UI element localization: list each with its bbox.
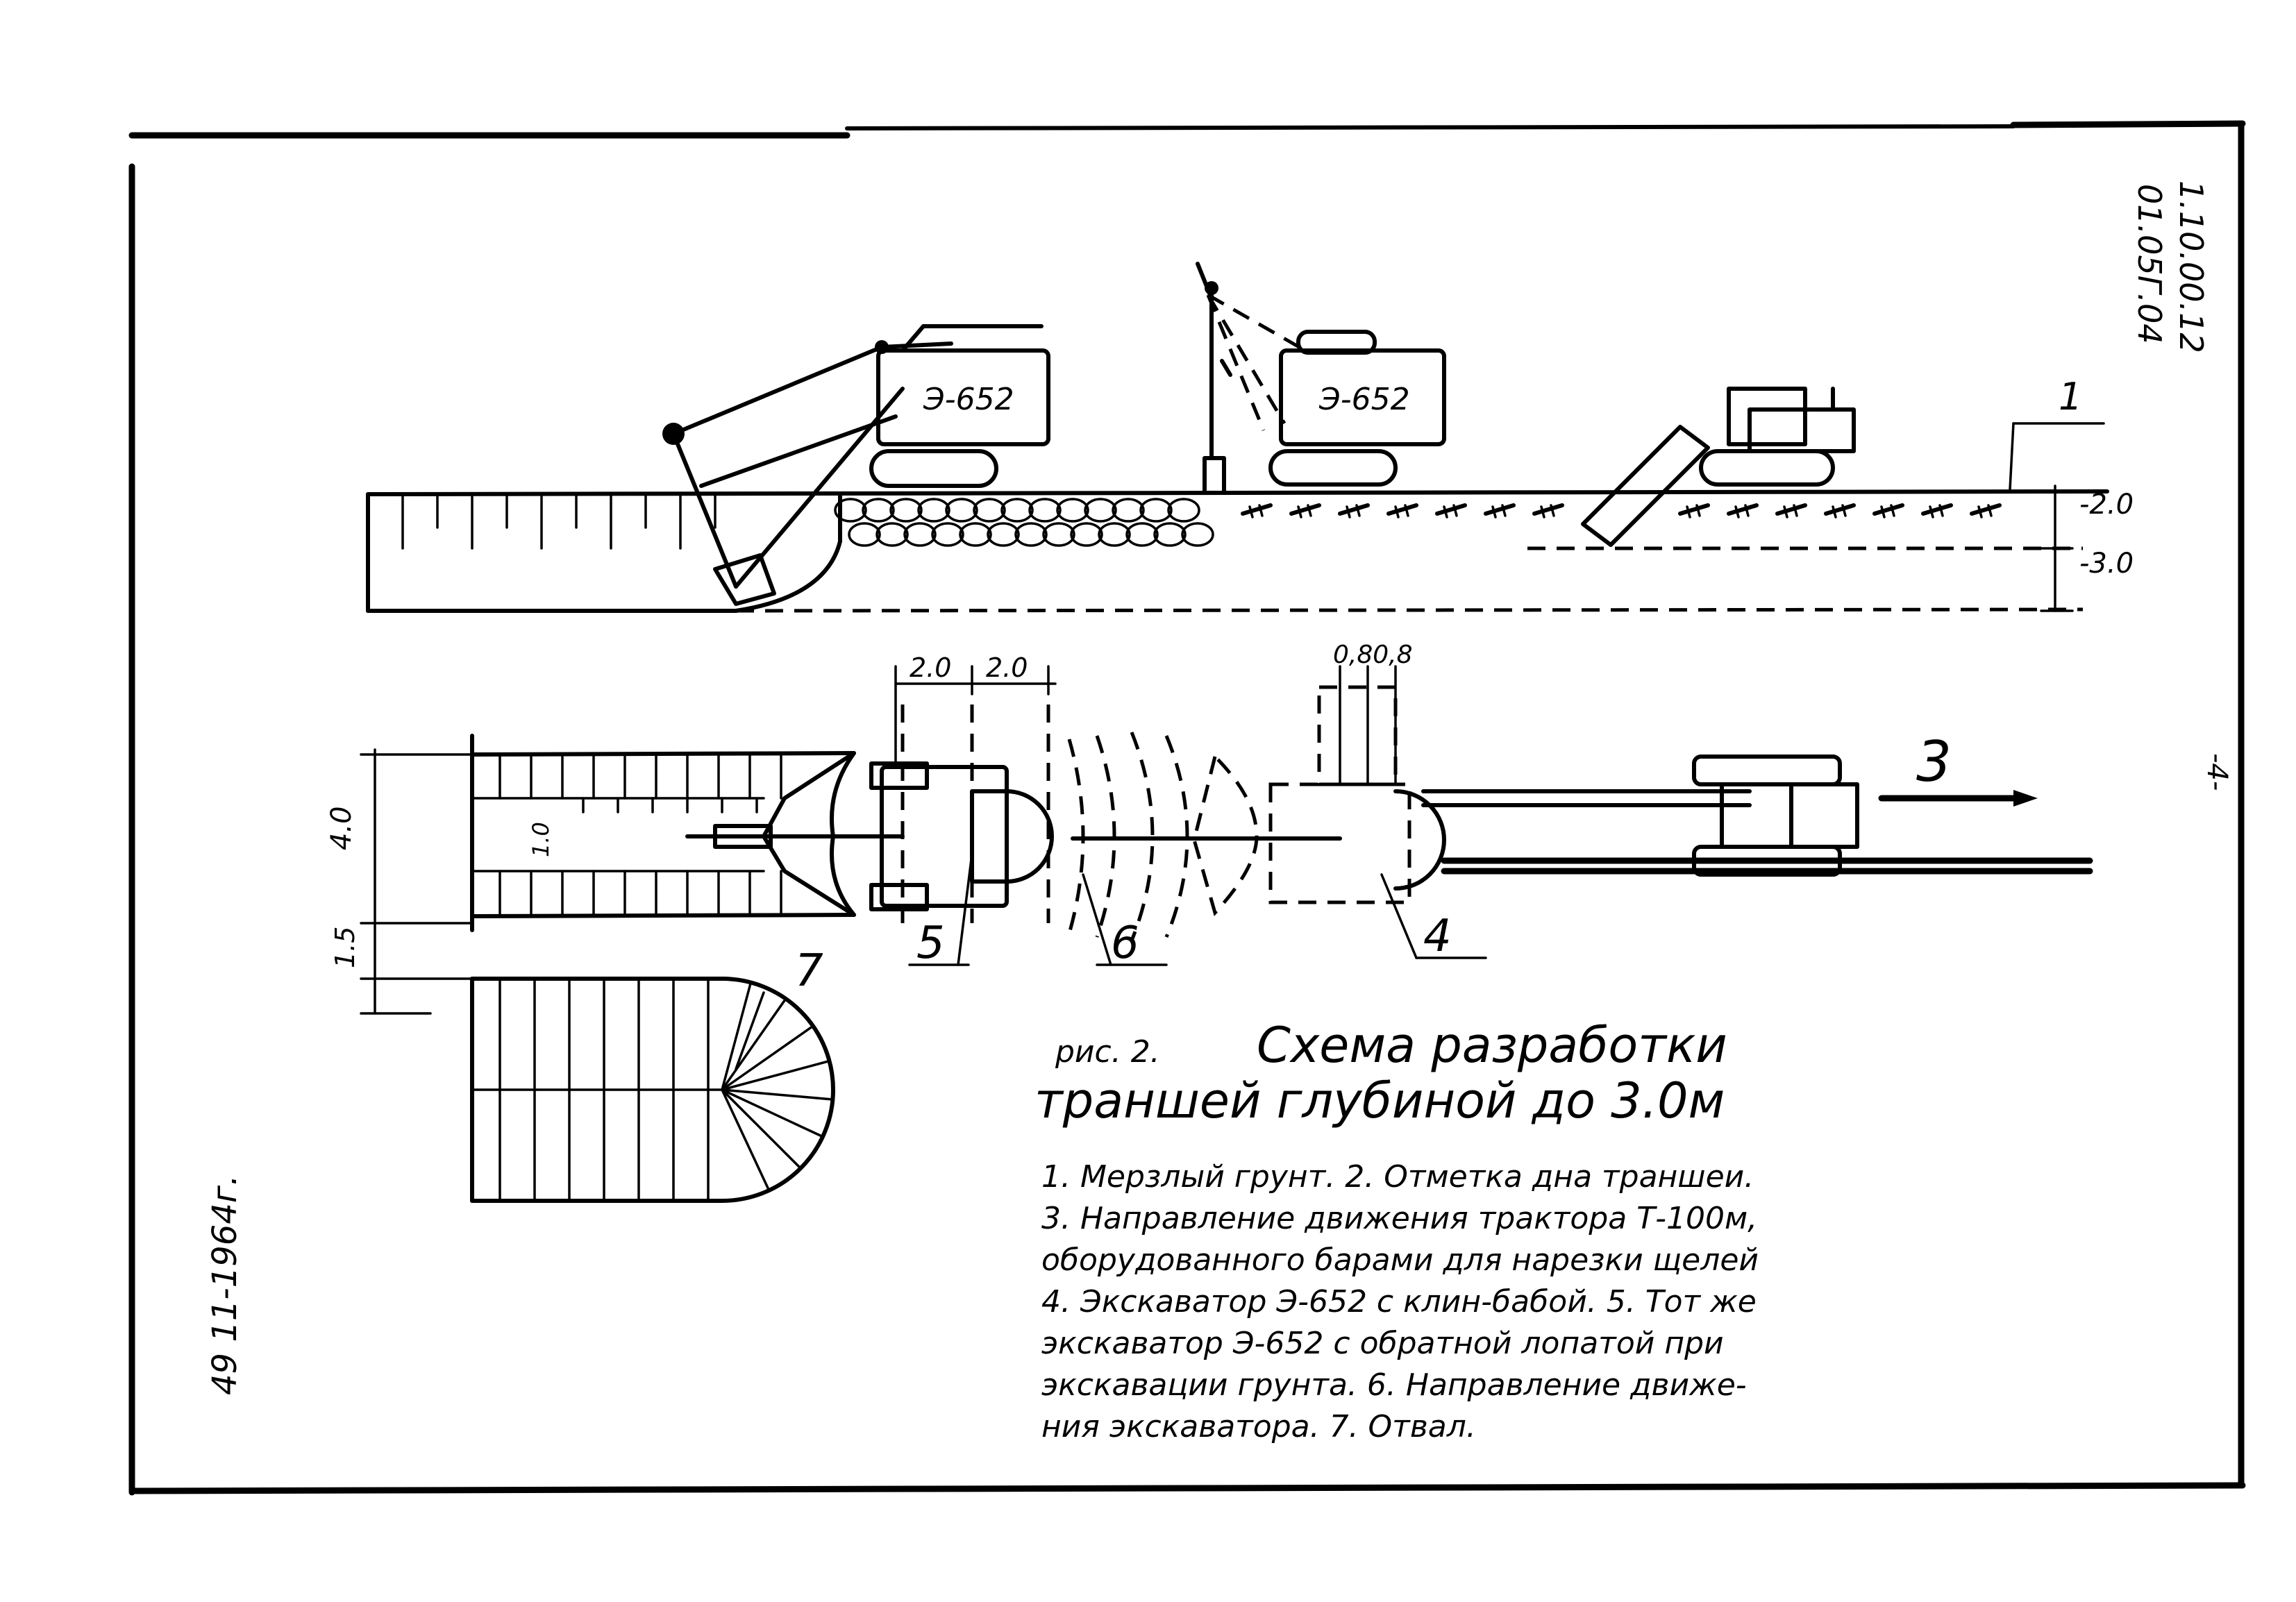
- callout-1: 1: [2059, 375, 2082, 419]
- legend-line-5: экскаватор Э-652 с обратной лопатой при: [1041, 1326, 1724, 1361]
- legend-line-3: оборудованного барами для нарезки щелей: [1041, 1242, 1759, 1278]
- plan-trench-hatch: [498, 753, 782, 916]
- callout-6: 6: [1111, 918, 1139, 969]
- dim-2-0-a: 2.0: [910, 652, 951, 683]
- dim-1-5: 1.5: [330, 927, 360, 968]
- excavator-5-plan: [869, 705, 1054, 923]
- callout-5: 5: [916, 918, 945, 969]
- section-view: Э-652 Э-652 1: [366, 262, 2134, 613]
- tractor-with-cutting-bar: [1581, 387, 1856, 547]
- legend-line-7: ния экскаватора. 7. Отвал.: [1041, 1409, 1476, 1444]
- legend-line-1: 1. Мерзлый грунт. 2. Отметка дна траншеи…: [1041, 1159, 1754, 1195]
- drawing-code-line1: 1.10.00.12: [2172, 180, 2210, 353]
- legend-line-2: 3. Направление движения трактора Т-100м,: [1041, 1201, 1757, 1236]
- page-number: -4-: [2201, 753, 2233, 791]
- excavated-section-hatch: [401, 493, 717, 550]
- inventory-stamp: 49 11-1964г.: [206, 1175, 244, 1395]
- dim-1-0: 1.0: [528, 822, 554, 857]
- excavator-backhoe: Э-652: [662, 324, 1050, 606]
- drawing-code-line2: 01.05Г.04: [2131, 184, 2168, 344]
- caption-block: рис. 2. Схема разработки траншей глубино…: [1034, 1017, 1727, 1129]
- legend-line-4: 4. Экскаватор Э-652 с клин-бабой. 5. Тот…: [1041, 1284, 1757, 1319]
- excavator-4-plan: 0,80,8: [1192, 641, 2093, 916]
- figure-title-line1: Схема разработки: [1257, 1017, 1727, 1074]
- frozen-ground-marks: [1241, 503, 2002, 518]
- figure-title-line2: траншей глубиной до 3.0м: [1034, 1072, 1725, 1129]
- callout-3: 3: [1916, 730, 1952, 794]
- callout-4: 4: [1423, 911, 1452, 962]
- movement-arcs: [1067, 732, 1224, 941]
- spoil-heap: [470, 977, 835, 1203]
- level-3-0: -3.0: [2079, 548, 2134, 580]
- dim-2-0-b: 2.0: [986, 652, 1028, 683]
- dim-0-8: 0,80,8: [1333, 641, 1413, 669]
- excavator-label-2: Э-652: [1318, 382, 1410, 417]
- tractor-plan: [1692, 754, 1859, 877]
- legend-line-6: экскавации грунта. 6. Направление движе-: [1041, 1367, 1747, 1403]
- figure-label: рис. 2.: [1055, 1034, 1160, 1070]
- legend-block: 1. Мерзлый грунт. 2. Отметка дна траншеи…: [1041, 1159, 1759, 1444]
- broken-frozen-soil: [834, 498, 1214, 547]
- excavator-label-1: Э-652: [923, 382, 1014, 417]
- excavator-wrecking-ball: Э-652: [1196, 262, 1446, 495]
- dim-4-0: 4.0: [326, 806, 358, 850]
- plan-view: 2.0 2.0 0,80,8: [326, 641, 2093, 1203]
- level-2-0: -2.0: [2079, 489, 2134, 521]
- sheet-frame: [128, 120, 2246, 1496]
- callout-7: 7: [795, 945, 823, 997]
